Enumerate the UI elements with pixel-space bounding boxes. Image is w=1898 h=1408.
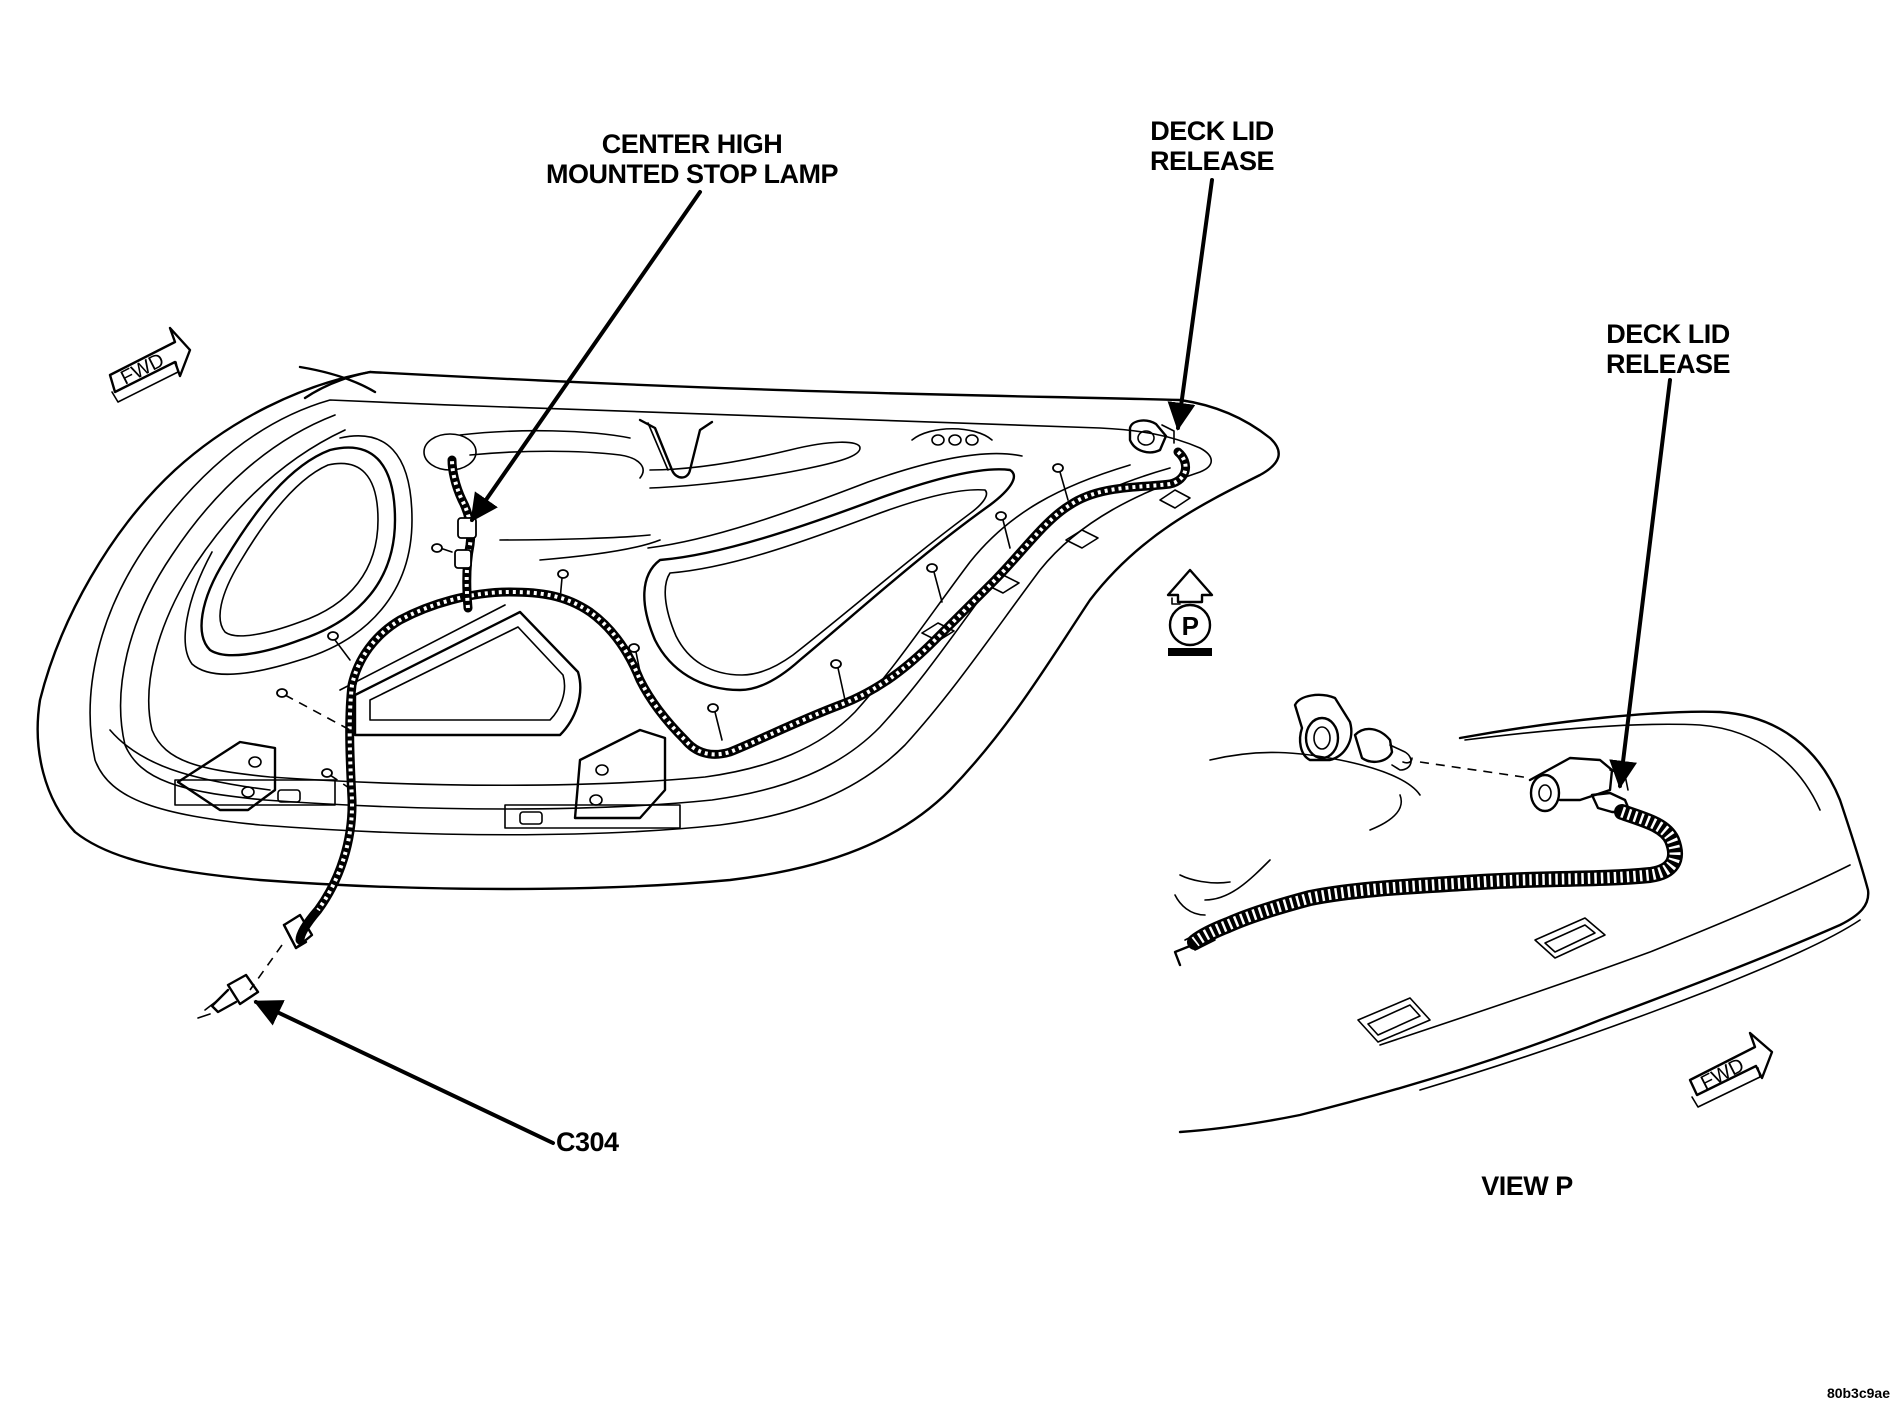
view-p-letter: P xyxy=(1182,611,1199,641)
fwd-arrow-icon-top: FWD xyxy=(108,326,192,403)
deck-lid-release-actuator xyxy=(1528,756,1632,814)
fwd-arrow-icon-bottom: FWD xyxy=(1688,1031,1774,1108)
deck-lid-release-label-view-line2: RELEASE xyxy=(1606,349,1730,379)
harness-clips xyxy=(276,463,1069,791)
fwd-label-top: FWD xyxy=(117,349,168,389)
image-code: 80b3c9ae xyxy=(1827,1385,1890,1401)
deck-lid-release-label-main-line1: DECK LID xyxy=(1150,116,1274,146)
fwd-label-bottom: FWD xyxy=(1697,1054,1748,1094)
main-view-leaders xyxy=(253,178,1214,1145)
deck-lid-release-label-view-line1: DECK LID xyxy=(1606,319,1730,349)
chmsl-label-line2: MOUNTED STOP LAMP xyxy=(546,159,839,189)
c304-connector xyxy=(197,913,314,1019)
view-p-marker: P xyxy=(1166,568,1214,656)
c304-label: C304 xyxy=(556,1127,619,1157)
deck-lid-inner-panel xyxy=(36,365,1280,891)
deck-lid-wire-harness xyxy=(197,447,1190,1019)
deck-lid-lock-cylinder xyxy=(1293,693,1531,779)
chmsl-label-line1: CENTER HIGH xyxy=(602,129,783,159)
view-p-caption: VIEW P xyxy=(1481,1171,1573,1201)
view-p-leader xyxy=(1609,378,1672,789)
view-p-detail xyxy=(1173,693,1870,1134)
deck-lid-release-label-main-line2: RELEASE xyxy=(1150,146,1274,176)
